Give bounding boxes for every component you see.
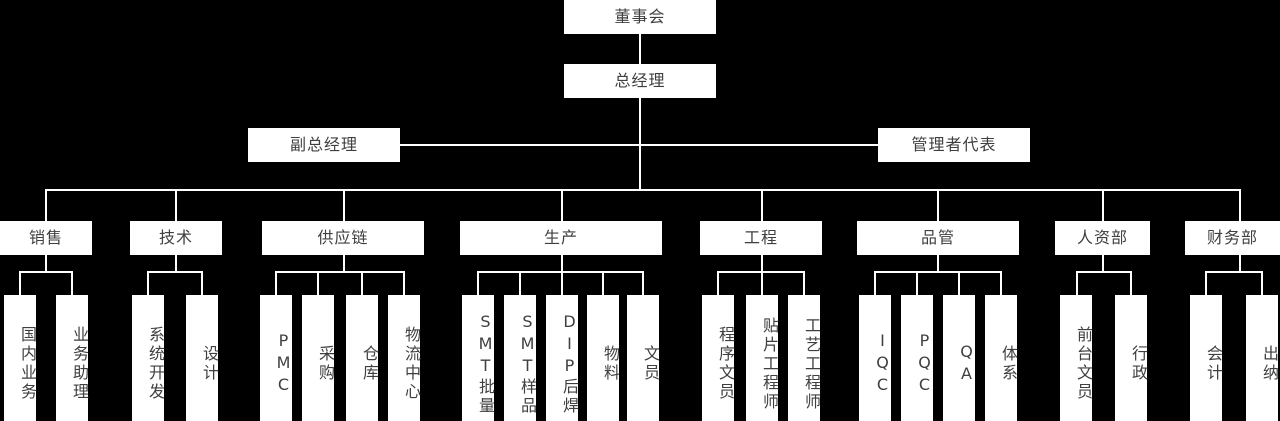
node-deputy-general-manager[interactable]: 副总经理	[248, 128, 400, 162]
node-team-qa[interactable]: QA	[943, 295, 976, 421]
node-team-front-desk-clerk[interactable]: 前台文员	[1060, 295, 1093, 421]
node-team-administration[interactable]: 行政	[1115, 295, 1148, 421]
drop-finance	[1239, 189, 1241, 221]
drop-qa	[958, 271, 960, 295]
node-team-system[interactable]: 体系	[985, 295, 1018, 421]
connector-human-resources-bus	[1076, 271, 1132, 273]
drop-human-resources	[1102, 189, 1104, 221]
node-team-iqc[interactable]: IQC	[859, 295, 892, 421]
drop-domestic-business	[19, 271, 21, 295]
node-team-pmc[interactable]: PMC	[260, 295, 293, 421]
connector-engineering-stem	[761, 255, 763, 272]
drop-system	[1000, 271, 1002, 295]
node-team-business-assistant[interactable]: 业务助理	[56, 295, 89, 421]
drop-system-development	[147, 271, 149, 295]
drop-cashier	[1261, 271, 1263, 295]
connector-level3-bus	[400, 144, 878, 146]
drop-clerk	[642, 271, 644, 295]
drop-pmc	[275, 271, 277, 295]
node-general-manager[interactable]: 总经理	[564, 64, 716, 98]
node-department-quality-control[interactable]: 品管	[857, 221, 1019, 255]
connector-quality-control-stem	[937, 255, 939, 272]
drop-administration	[1130, 271, 1132, 295]
node-team-smt-mass-production[interactable]: SMT批量	[462, 295, 495, 421]
drop-smt-engineer	[761, 271, 763, 295]
connector-production-bus	[477, 271, 644, 273]
node-team-smt-sample[interactable]: SMT样品	[504, 295, 537, 421]
connector-production-stem	[561, 255, 563, 272]
connector-supply-chain-bus	[275, 271, 405, 273]
node-team-process-engineer[interactable]: 工艺工程师	[788, 295, 821, 421]
node-team-domestic-business[interactable]: 国内业务	[4, 295, 37, 421]
drop-materials	[602, 271, 604, 295]
drop-accounting	[1205, 271, 1207, 295]
drop-sales	[45, 189, 47, 221]
connector-technology-bus	[147, 271, 203, 273]
drop-purchasing	[317, 271, 319, 295]
drop-business-assistant	[71, 271, 73, 295]
node-team-pqc[interactable]: PQC	[901, 295, 934, 421]
drop-engineering	[761, 189, 763, 221]
node-department-sales[interactable]: 销售	[0, 221, 92, 255]
drop-quality-control	[937, 189, 939, 221]
connector-sales-bus	[19, 271, 73, 273]
connector-department-bus	[45, 189, 1241, 191]
node-department-technology[interactable]: 技术	[130, 221, 222, 255]
node-department-supply-chain[interactable]: 供应链	[262, 221, 424, 255]
drop-logistics-center	[403, 271, 405, 295]
drop-program-clerk	[717, 271, 719, 295]
connector-human-resources-stem	[1102, 255, 1104, 272]
node-team-dip-post-solder[interactable]: DIP后焊	[546, 295, 579, 421]
connector-finance-stem	[1239, 255, 1241, 272]
drop-supply-chain	[343, 189, 345, 221]
drop-warehouse	[361, 271, 363, 295]
node-team-clerk[interactable]: 文员	[627, 295, 660, 421]
drop-technology	[175, 189, 177, 221]
drop-smt-mass-production	[477, 271, 479, 295]
node-department-human-resources[interactable]: 人资部	[1055, 221, 1150, 255]
node-team-accounting[interactable]: 会计	[1190, 295, 1223, 421]
node-board[interactable]: 董事会	[564, 0, 716, 34]
node-team-logistics-center[interactable]: 物流中心	[388, 295, 421, 421]
drop-production	[561, 189, 563, 221]
node-team-program-clerk[interactable]: 程序文员	[702, 295, 735, 421]
connector-quality-control-bus	[874, 271, 1002, 273]
drop-iqc	[874, 271, 876, 295]
connector-technology-stem	[175, 255, 177, 272]
drop-dip-post-solder	[561, 271, 563, 295]
drop-design	[201, 271, 203, 295]
node-department-engineering[interactable]: 工程	[700, 221, 822, 255]
node-management-representative[interactable]: 管理者代表	[878, 128, 1030, 162]
node-team-materials[interactable]: 物料	[587, 295, 620, 421]
drop-smt-sample	[519, 271, 521, 295]
drop-pqc	[916, 271, 918, 295]
node-team-design[interactable]: 设计	[186, 295, 219, 421]
node-team-system-development[interactable]: 系统开发	[132, 295, 165, 421]
drop-front-desk-clerk	[1076, 271, 1078, 295]
node-department-production[interactable]: 生产	[460, 221, 662, 255]
node-team-cashier[interactable]: 出纳	[1246, 295, 1279, 421]
connector-sales-stem	[45, 255, 47, 272]
node-department-finance[interactable]: 财务部	[1185, 221, 1280, 255]
node-team-warehouse[interactable]: 仓库	[346, 295, 379, 421]
connector-finance-bus	[1205, 271, 1263, 273]
node-team-smt-engineer[interactable]: 贴片工程师	[746, 295, 779, 421]
connector-supply-chain-stem	[343, 255, 345, 272]
connector-board-to-gm	[639, 34, 641, 64]
drop-process-engineer	[803, 271, 805, 295]
node-team-purchasing[interactable]: 采购	[302, 295, 335, 421]
